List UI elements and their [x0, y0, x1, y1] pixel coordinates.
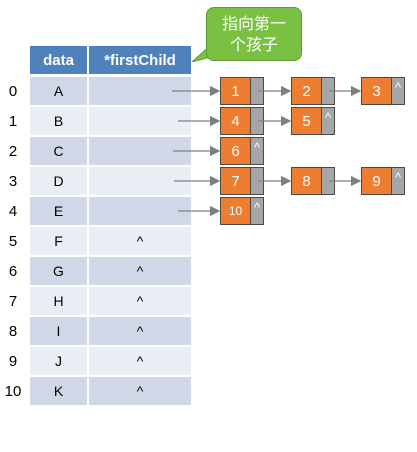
row-index: 7: [8, 292, 18, 310]
child-node: 9^: [361, 167, 405, 195]
child-node-next: [251, 108, 263, 134]
child-node-next: [322, 168, 334, 194]
child-node-value: 7: [221, 168, 251, 194]
first-child-cell: [89, 197, 191, 225]
first-child-cell: ^: [89, 287, 191, 315]
row-index: 5: [8, 232, 18, 250]
child-node: 2: [291, 77, 335, 105]
data-cell: E: [30, 197, 87, 225]
data-cell: D: [30, 167, 87, 195]
data-cell: C: [30, 137, 87, 165]
child-node-value: 6: [221, 138, 251, 164]
first-child-cell: ^: [89, 257, 191, 285]
first-child-callout: 指向第一个孩子: [206, 7, 302, 61]
data-cell: B: [30, 107, 87, 135]
child-node-value: 1: [221, 78, 251, 104]
row-index: 8: [8, 322, 18, 340]
child-node: 6^: [220, 137, 264, 165]
row-index: 3: [8, 172, 18, 190]
row-index: 2: [8, 142, 18, 160]
callout-text: 指向第一个孩子: [221, 14, 286, 54]
child-node-next: [251, 78, 263, 104]
child-node-next: ^: [392, 78, 404, 104]
data-cell: I: [30, 317, 87, 345]
row-index: 1: [8, 112, 18, 130]
first-child-cell: ^: [89, 377, 191, 405]
data-cell: K: [30, 377, 87, 405]
child-node: 4: [220, 107, 264, 135]
first-child-cell: [89, 167, 191, 195]
child-node-value: 4: [221, 108, 251, 134]
child-node-next: ^: [322, 108, 334, 134]
child-node: 3^: [361, 77, 405, 105]
data-cell: A: [30, 77, 87, 105]
first-child-cell: ^: [89, 317, 191, 345]
first-child-cell: [89, 137, 191, 165]
child-node-next: ^: [392, 168, 404, 194]
child-node-next: [251, 168, 263, 194]
child-node-next: ^: [251, 138, 263, 164]
data-cell: H: [30, 287, 87, 315]
child-node-value: 2: [292, 78, 322, 104]
child-node: 7: [220, 167, 264, 195]
child-node-value: 3: [362, 78, 392, 104]
row-index: 4: [8, 202, 18, 220]
child-node: 10^: [220, 197, 264, 225]
row-index: 6: [8, 262, 18, 280]
first-child-cell: ^: [89, 347, 191, 375]
first-child-cell: [89, 77, 191, 105]
child-node-next: ^: [251, 198, 263, 224]
child-node-next: [322, 78, 334, 104]
row-index: 0: [8, 82, 18, 100]
first-child-cell: [89, 107, 191, 135]
header-first-child: *firstChild: [89, 46, 191, 74]
first-child-cell: ^: [89, 227, 191, 255]
child-node: 5^: [291, 107, 335, 135]
data-cell: G: [30, 257, 87, 285]
child-node: 8: [291, 167, 335, 195]
child-node-value: 5: [292, 108, 322, 134]
child-node-value: 9: [362, 168, 392, 194]
data-cell: F: [30, 227, 87, 255]
child-node-value: 8: [292, 168, 322, 194]
child-node: 1: [220, 77, 264, 105]
child-node-value: 10: [221, 198, 251, 224]
header-data: data: [30, 46, 87, 74]
row-index: 10: [4, 382, 22, 400]
data-cell: J: [30, 347, 87, 375]
row-index: 9: [8, 352, 18, 370]
